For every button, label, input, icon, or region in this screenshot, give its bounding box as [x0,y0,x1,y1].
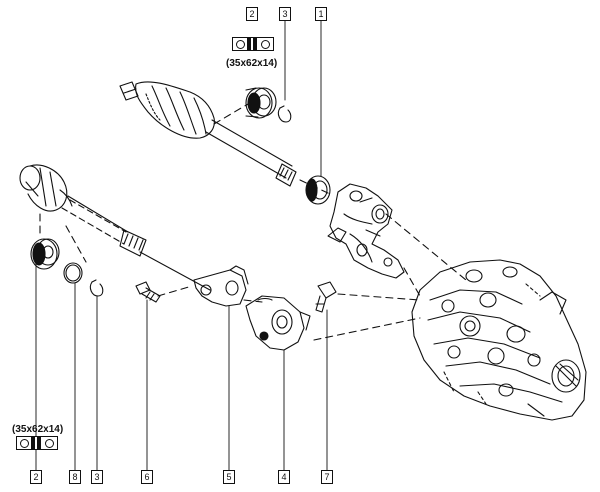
bearing-housing [245,295,311,351]
bearing-symbol-top [232,37,274,51]
callout-8: 8 [69,470,81,484]
gearbox-housing [411,259,587,421]
lower-drive-shaft [19,164,211,291]
callout-5: 5 [223,470,235,484]
callout-2-bottom: 2 [30,470,42,484]
callout-1: 1 [315,7,327,21]
bolt-7 [315,281,337,313]
callout-4: 4 [278,470,290,484]
callout-3-bottom: 3 [91,470,103,484]
mounting-bracket [327,183,405,279]
bearing-symbol-bottom [16,436,58,450]
upper-drive-shaft [119,81,297,187]
bracket-plate [193,265,249,307]
lower-bearing [30,238,60,270]
callout-6: 6 [141,470,153,484]
bearing-spec-top: (35x62x14) [226,58,278,69]
bearing-spec-bottom: (35x62x14) [12,424,64,435]
callout-2-top: 2 [246,7,258,21]
lower-assembly-lines [39,213,421,341]
upper-bearing [245,87,277,119]
lower-circlip [89,279,104,297]
bolt-6 [135,281,161,303]
seal-ring [305,175,331,205]
leader-lines [35,18,328,471]
o-ring [63,262,83,284]
upper-circlip [277,105,292,123]
upper-assembly-lines [213,103,467,281]
callout-7: 7 [321,470,333,484]
callout-3-top: 3 [279,7,291,21]
